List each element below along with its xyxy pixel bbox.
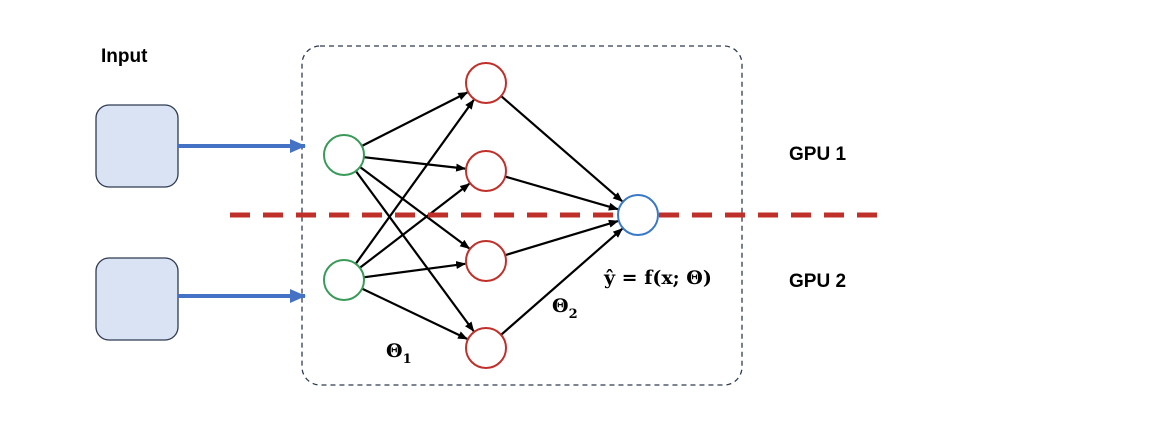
input-box-2: [95, 257, 179, 341]
output-neuron: [617, 194, 659, 236]
theta2-label: Θ2: [552, 295, 578, 322]
connection-input2-hidden2: [359, 182, 471, 269]
theta1-sub: 1: [403, 352, 412, 367]
input-neuron-2: [323, 259, 365, 301]
connection-input1-hidden1: [361, 91, 469, 147]
connection-hidden4-output: [500, 227, 623, 336]
theta2-base: Θ: [552, 295, 569, 317]
hidden-neuron-1: [465, 62, 507, 104]
output-formula: ŷ = f(x; Θ): [603, 267, 712, 289]
connection-hidden3-output: [504, 219, 619, 257]
connection-input1-hidden2: [363, 156, 467, 172]
connection-input1-hidden3: [359, 166, 471, 250]
connection-hidden2-output: [504, 175, 619, 211]
model-container: [301, 45, 743, 386]
theta1-label: Θ1: [386, 340, 412, 367]
gpu2-label: GPU 2: [789, 271, 846, 292]
connection-input1-hidden4: [355, 170, 475, 332]
theta1-base: Θ: [386, 340, 403, 362]
connections: [354, 91, 623, 340]
connection-hidden1-output: [500, 95, 623, 203]
connection-input2-hidden1: [354, 99, 475, 265]
connection-input2-hidden3: [363, 261, 467, 279]
input-label: Input: [101, 46, 148, 67]
theta2-sub: 2: [569, 307, 578, 322]
neurons: [323, 62, 659, 369]
gpu1-label: GPU 1: [789, 144, 846, 165]
hidden-neuron-3: [465, 240, 507, 282]
input-neuron-1: [323, 134, 365, 176]
hidden-neuron-4: [465, 327, 507, 369]
hidden-neuron-2: [465, 150, 507, 192]
input-box-1: [95, 104, 179, 188]
connection-input2-hidden4: [361, 287, 469, 340]
